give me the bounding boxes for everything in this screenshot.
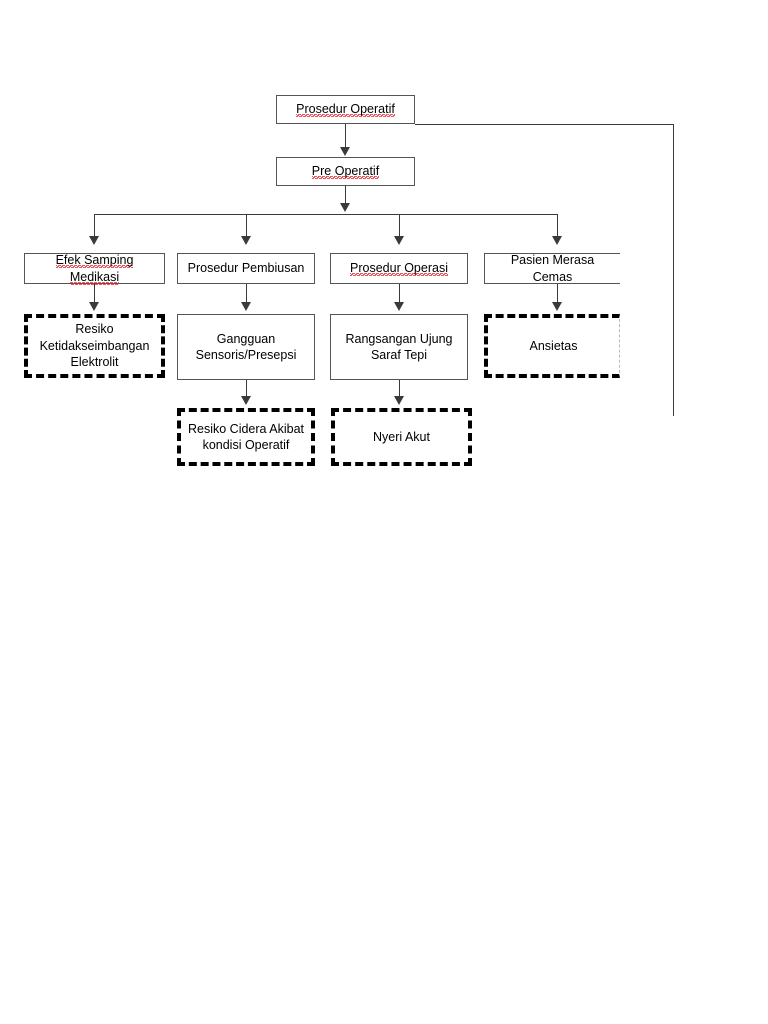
node-prosedur-operasi-label: Prosedur Operasi [350,261,448,277]
connector-efek-to-resiko [94,284,96,306]
node-nyeri-akut-label: Nyeri Akut [373,429,430,444]
node-resiko-cidera-akibat-kondisi-operatif[interactable]: Resiko Cidera Akibat kondisi Operatif [177,408,315,466]
connector-root-right-horizontal [415,124,674,126]
connector-bus-branch-3 [399,214,401,240]
node-prosedur-operatif[interactable]: Prosedur Operatif [276,95,415,124]
arrow-efek-to-resiko [89,302,99,311]
node-nyeri-akut[interactable]: Nyeri Akut [331,408,472,466]
connector-bus-branch-4 [557,214,559,240]
arrow-operasi-to-rangsangan [394,302,404,311]
arrow-root-to-pre [340,147,350,156]
node-prosedur-pembiusan[interactable]: Prosedur Pembiusan [177,253,315,284]
arrow-gangguan-to-resiko-cidera [241,396,251,405]
node-gangguan-sensoris-presepsi-label: Gangguan Sensoris/Presepsi [195,331,297,363]
arrow-pre-down [340,203,350,212]
node-rangsangan-ujung-saraf-tepi-label: Rangsangan Ujung Saraf Tepi [345,331,453,363]
node-ansietas[interactable]: Ansietas [484,314,620,378]
arrow-pembiusan-to-gangguan [241,302,251,311]
connector-root-to-pre [345,124,347,150]
node-ansietas-label: Ansietas [529,338,578,353]
node-efek-samping-medikasi[interactable]: Efek Samping Medikasi [24,253,165,285]
connector-pre-to-bus [345,186,347,208]
node-resiko-cidera-akibat-kondisi-operatif-label: Resiko Cidera Akibat kondisi Operatif [187,421,305,453]
connector-pembiusan-to-gangguan [246,284,248,306]
connector-distribution-bus [94,214,558,216]
node-gangguan-sensoris-presepsi[interactable]: Gangguan Sensoris/Presepsi [177,314,315,380]
node-pre-operatif[interactable]: Pre Operatif [276,157,415,186]
node-resiko-ketidakseimbangan-elektrolit[interactable]: Resiko Ketidakseimbangan Elektrolit [24,314,165,378]
connector-gangguan-to-resiko-cidera [246,380,248,400]
node-rangsangan-ujung-saraf-tepi[interactable]: Rangsangan Ujung Saraf Tepi [330,314,468,380]
connector-operasi-to-rangsangan [399,284,401,306]
node-pre-operatif-label: Pre Operatif [311,164,380,180]
arrow-rangsangan-to-nyeri [394,396,404,405]
connector-bus-branch-1 [94,214,96,240]
node-prosedur-operasi[interactable]: Prosedur Operasi [330,253,468,284]
arrow-cemas-to-ansietas [552,302,562,311]
node-efek-samping-medikasi-label: Efek Samping Medikasi [55,253,134,285]
arrow-bus-branch-4 [552,236,562,245]
arrow-bus-branch-1 [89,236,99,245]
arrow-bus-branch-3 [394,236,404,245]
node-resiko-ketidakseimbangan-elektrolit-label: Resiko Ketidakseimbangan Elektrolit [39,322,150,370]
node-prosedur-pembiusan-label: Prosedur Pembiusan [187,261,305,276]
connector-cemas-to-ansietas [557,284,559,306]
node-prosedur-operatif-label: Prosedur Operatif [296,102,395,118]
connector-root-right-vertical [673,124,675,416]
connector-bus-branch-2 [246,214,248,240]
connector-rangsangan-to-nyeri [399,380,401,400]
node-pasien-merasa-cemas-label: Pasien Merasa Cemas [510,253,595,284]
arrow-bus-branch-2 [241,236,251,245]
node-pasien-merasa-cemas[interactable]: Pasien Merasa Cemas [484,253,620,284]
